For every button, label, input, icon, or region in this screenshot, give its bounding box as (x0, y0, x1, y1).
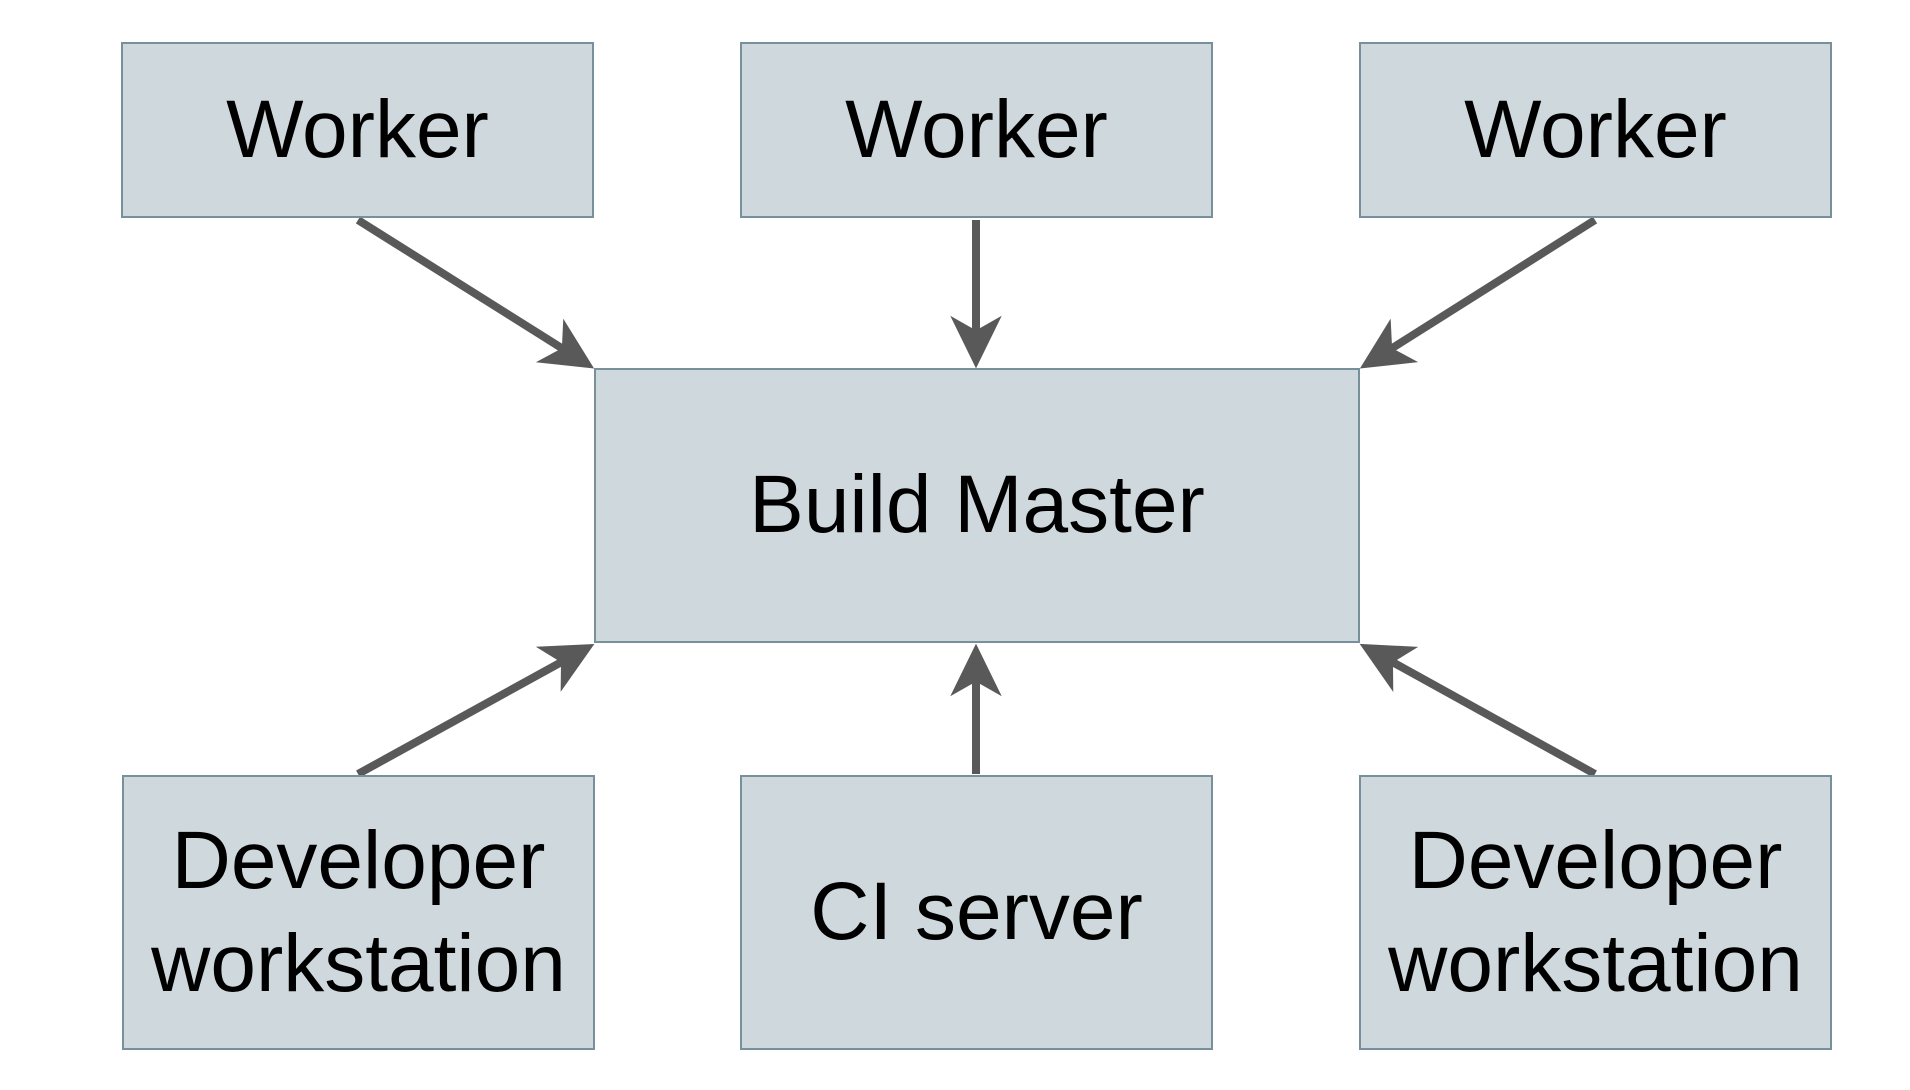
node-worker-middle-label: Worker (845, 83, 1108, 175)
node-worker-middle: Worker (740, 42, 1213, 218)
node-worker-left: Worker (121, 42, 594, 218)
node-worker-right-label: Worker (1464, 83, 1727, 175)
node-developer-workstation-right-label: Developer workstation (1388, 815, 1803, 1009)
node-developer-workstation-left-label: Developer workstation (151, 815, 566, 1009)
node-build-master: Build Master (594, 368, 1360, 643)
node-ci-server: CI server (740, 775, 1213, 1050)
node-ci-server-label: CI server (810, 866, 1143, 958)
node-developer-workstation-left: Developer workstation (122, 775, 595, 1050)
arrow-dev-right-to-build-master (1359, 643, 1597, 778)
node-worker-left-label: Worker (226, 83, 489, 175)
arrow-dev-left-to-build-master (356, 643, 595, 778)
node-build-master-label: Build Master (749, 459, 1205, 551)
node-worker-right: Worker (1359, 42, 1832, 218)
node-developer-workstation-right: Developer workstation (1359, 775, 1832, 1050)
arrow-worker-right-to-build-master (1359, 216, 1598, 369)
arrow-worker-left-to-build-master (355, 216, 595, 369)
